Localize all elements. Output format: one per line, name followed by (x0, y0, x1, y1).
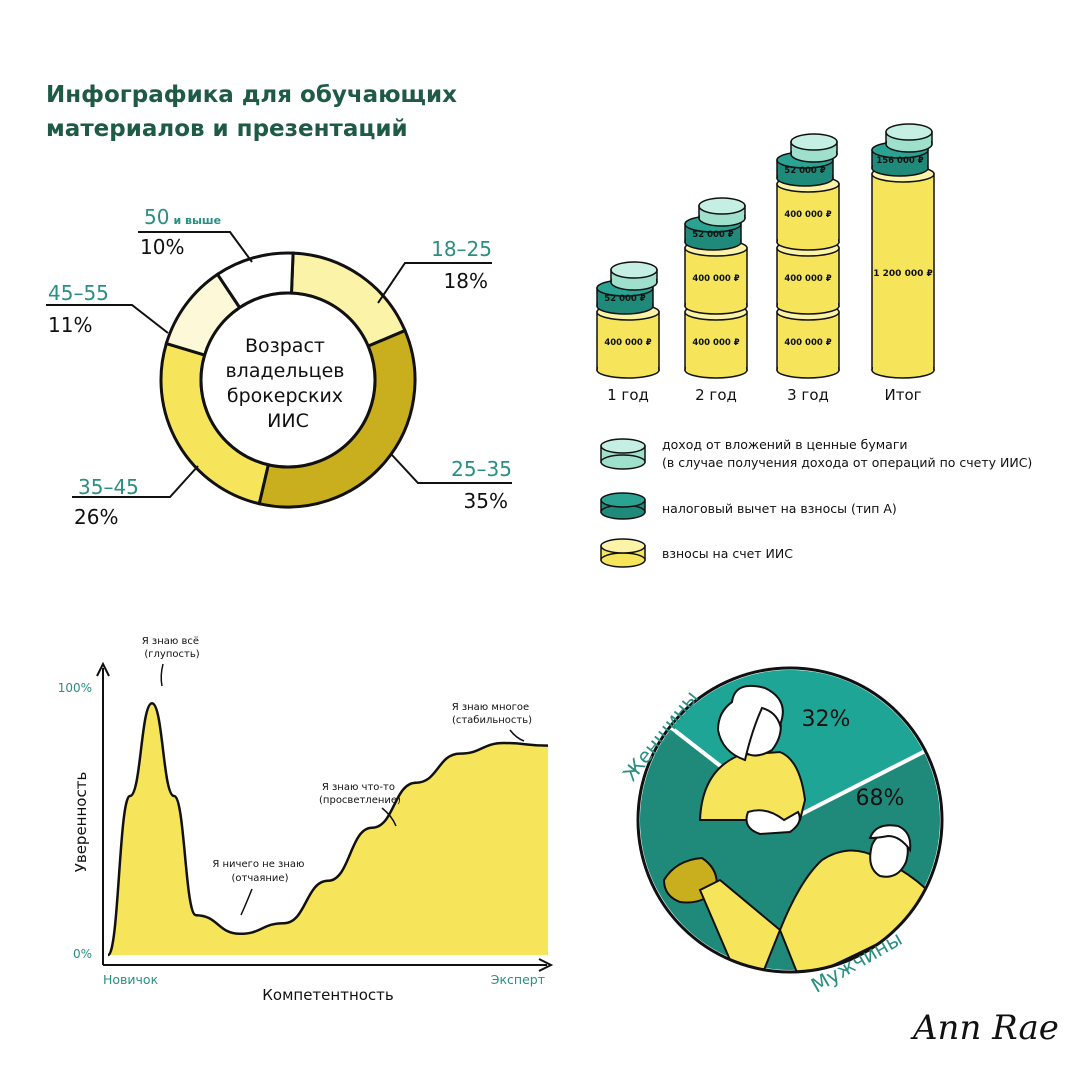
income-3 (885, 123, 933, 153)
gender-pie-outline (636, 666, 944, 974)
y-axis-arrow (96, 661, 110, 677)
contribution-2-0-label: 400 000 ₽ (784, 338, 831, 348)
annotation-peak-2: (глупость) (144, 649, 199, 660)
contribution-1-1: 400 000 ₽ (684, 239, 748, 315)
leader-18-25 (377, 262, 492, 304)
annotation-enlight-1: Я знаю что-то (322, 782, 395, 793)
contribution-1-1-label: 400 000 ₽ (692, 274, 739, 284)
annotation-enlight-2: (просветление) (319, 795, 401, 806)
man-illustration (662, 824, 927, 972)
pct-label-35-45: 26% (74, 505, 118, 529)
center-line-1: Возраст (245, 335, 325, 357)
title-line-1: Инфографика для обучающих (46, 82, 457, 108)
contribution-0-0: 400 000 ₽ (596, 303, 660, 379)
legend-deduction-icon (600, 492, 646, 520)
deduction-2-label: 52 000 ₽ (784, 166, 825, 176)
woman-illustration (698, 684, 807, 836)
center-line-4: ИИС (267, 410, 309, 432)
year-label-3: 3 год (787, 386, 829, 404)
signature: Ann Rae (913, 1008, 1059, 1048)
annotation-valley-2: (отчаяние) (232, 873, 289, 884)
x-axis-arrow (538, 958, 554, 972)
annotation-peak: Я знаю всё (глупость) (142, 636, 202, 660)
coin-chart-legend: доход от вложений в ценные бумаги (в слу… (600, 437, 1032, 568)
contribution-1-0-label: 400 000 ₽ (692, 338, 739, 348)
contribution-2-1-label: 400 000 ₽ (784, 274, 831, 284)
legend-contribution-icon (600, 538, 646, 568)
annotation-enlight-arrow (381, 807, 397, 827)
y-tick-100: 100% (58, 681, 92, 695)
contribution-2-0: 400 000 ₽ (776, 303, 840, 379)
age-label-35-45: 35–45 (78, 475, 139, 499)
contribution-3-0: 1 200 000 ₽ (871, 165, 935, 379)
age-label-45-55: 45–55 (48, 281, 109, 305)
title-line-2: материалов и презентаций (46, 116, 408, 142)
contribution-2-2: 400 000 ₽ (776, 175, 840, 251)
confidence-area (108, 703, 548, 955)
x-tick-expert: Эксперт (491, 972, 545, 987)
age-donut-chart: Возраст владельцев брокерских ИИС 18–25 … (46, 205, 512, 529)
age-label-25-35: 25–35 (451, 457, 512, 481)
income-1 (698, 197, 746, 227)
annotation-enlight: Я знаю что-то (просветление) (319, 782, 401, 806)
year-label-2: 2 год (695, 386, 737, 404)
legend-contribution-label: взносы на счет ИИС (662, 546, 793, 561)
contribution-2-1: 400 000 ₽ (776, 239, 840, 315)
x-tick-novice: Новичок (103, 972, 159, 987)
contribution-3-0-label: 1 200 000 ₽ (873, 269, 933, 279)
legend-income-icon (600, 438, 646, 470)
leader-50plus (138, 231, 253, 263)
pct-label-18-25: 18% (444, 269, 488, 293)
leader-25-35 (391, 454, 512, 484)
year-label-total: Итог (884, 386, 921, 404)
deduction-1-label: 52 000 ₽ (692, 230, 733, 240)
leader-35-45 (72, 465, 199, 498)
annotation-peak-1: Я знаю всё (142, 636, 199, 647)
confidence-line (106, 701, 549, 957)
gender-pie-chart: 32% 68% Женщины Мужчины (618, 666, 944, 998)
legend-income-label: доход от вложений в ценные бумаги (662, 437, 908, 452)
pct-label-25-35: 35% (464, 489, 508, 513)
age-label-18-25: 18–25 (431, 237, 492, 261)
men-pct: 68% (856, 786, 905, 811)
annotation-valley-1: Я ничего не знаю (212, 859, 304, 870)
annotation-stable-1: Я знаю многое (452, 702, 529, 713)
donut-hole (199, 291, 377, 469)
center-line-2: владельцев (225, 360, 344, 382)
deduction-3: 156 000 ₽ (871, 141, 929, 177)
age-label-50-suffix: и выше (173, 214, 221, 227)
legend-income-sublabel: (в случае получения дохода от операций п… (662, 455, 1032, 470)
x-axis-label: Компетентность (262, 986, 394, 1004)
pct-label-45-55: 11% (48, 313, 92, 337)
iis-coin-chart: 400 000 ₽ 52 000 ₽ 400 000 ₽ 400 000 ₽ 52 00… (596, 123, 935, 379)
annotation-stable-arrow (509, 729, 525, 742)
y-tick-0: 0% (73, 947, 92, 961)
page-title: Инфографика для обучающих материалов и п… (46, 78, 466, 146)
y-axis-label: Уверенность (72, 772, 90, 873)
income-0 (610, 261, 658, 291)
annotation-peak-arrow (160, 663, 164, 687)
annotation-valley: Я ничего не знаю (отчаяние) (212, 859, 307, 884)
annotation-stable-2: (стабильность) (452, 715, 532, 726)
contribution-0-0-label: 400 000 ₽ (604, 338, 651, 348)
contribution-1-0: 400 000 ₽ (684, 303, 748, 379)
confidence-chart: 100% 0% Новичок Эксперт Компетентность У… (58, 636, 554, 1004)
contribution-2-2-label: 400 000 ₽ (784, 210, 831, 220)
deduction-0-label: 52 000 ₽ (604, 294, 645, 304)
annotation-valley-arrow (240, 888, 253, 916)
age-label-50: 50 (144, 205, 169, 229)
coin-chart-x-axis: 1 год 2 год 3 год Итог (607, 386, 921, 404)
donut-center-label: Возраст владельцев брокерских ИИС (225, 335, 350, 432)
pct-label-50plus: 10% (140, 235, 184, 259)
center-line-3: брокерских (227, 385, 343, 407)
age-label-50plus: 50 и выше (144, 205, 221, 229)
women-pct: 32% (802, 707, 851, 732)
legend-deduction-label: налоговый вычет на взносы (тип А) (662, 501, 897, 516)
income-2 (790, 133, 838, 163)
annotation-stable: Я знаю многое (стабильность) (452, 702, 533, 726)
year-label-1: 1 год (607, 386, 649, 404)
leader-45-55 (46, 304, 169, 334)
deduction-3-label: 156 000 ₽ (876, 156, 923, 166)
